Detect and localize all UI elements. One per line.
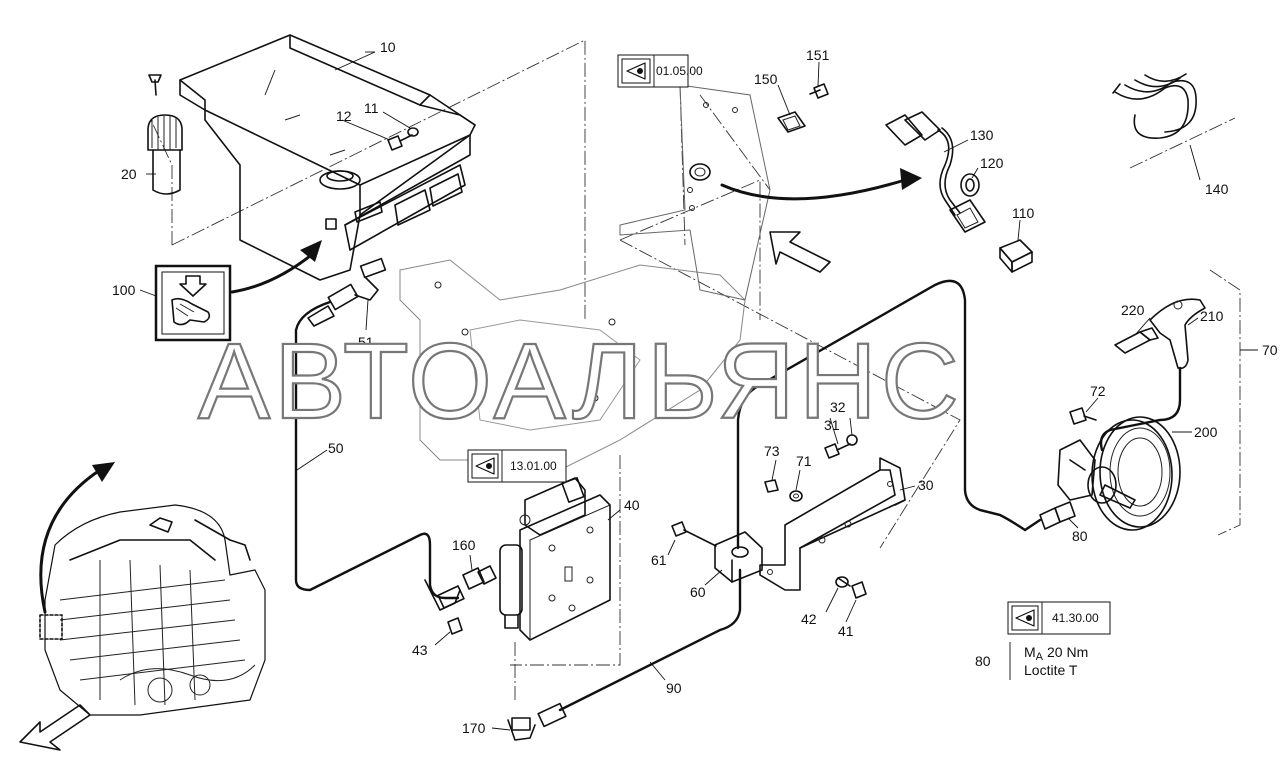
adhesive-note: Loctite T [1024, 662, 1078, 678]
grommet-part-150 [777, 111, 806, 133]
label-30: 30 [918, 477, 934, 493]
washer-part-11 [407, 127, 419, 137]
label-43: 43 [412, 642, 428, 658]
arrow-100-to-box [230, 250, 317, 294]
label-70: 70 [1262, 342, 1278, 358]
label-151: 151 [806, 47, 830, 63]
label-73: 73 [764, 443, 780, 459]
label-10: 10 [380, 39, 396, 55]
label-72: 72 [1090, 383, 1106, 399]
bolt-part-41 [837, 577, 867, 599]
label-130: 130 [970, 127, 994, 143]
label-32: 32 [830, 399, 846, 415]
reference-box-01-05-00[interactable]: 01.05.00 [617, 54, 703, 88]
arrow-to-cable [720, 178, 907, 201]
arrow-head [300, 240, 322, 262]
arrow-head [900, 168, 922, 190]
reference-box-41-30-00[interactable]: 41.30.00 [1007, 601, 1111, 635]
bolt-part-31 [824, 443, 851, 459]
label-80: 80 [1072, 528, 1088, 544]
elbow-fitting-part-51 [327, 257, 387, 311]
elbow-fitting-part-170 [507, 702, 567, 741]
washer-part-42 [835, 576, 849, 588]
reference-text: 13.01.00 [510, 459, 557, 473]
nut-part-43 [447, 617, 463, 635]
leader-lines [139, 51, 1258, 731]
label-90: 90 [666, 680, 682, 696]
fitting-part-160 [462, 565, 497, 590]
hose-reel-part-200 [1057, 416, 1181, 531]
bolt-part-72 [1069, 407, 1097, 425]
elbow-fitting-lower [424, 579, 465, 611]
label-140: 140 [1205, 181, 1229, 197]
screw-part-151 [809, 83, 829, 99]
label-71: 71 [796, 453, 812, 469]
hose-end-fitting [307, 305, 335, 327]
part-labels: 10 11 12 20 100 51 50 151 150 130 120 11… [112, 39, 1278, 736]
reference-text: 41.30.00 [1052, 611, 1099, 625]
label-200: 200 [1194, 424, 1218, 440]
breather-cap-part-20 [147, 74, 183, 195]
hose-reel-tube [1099, 366, 1182, 452]
label-100: 100 [112, 282, 136, 298]
bolt-part-61 [671, 521, 717, 547]
label-61: 61 [651, 552, 667, 568]
grommet-ring-part-120 [960, 173, 980, 197]
cable-harness-part-130 [885, 111, 986, 233]
label-11: 11 [364, 100, 379, 116]
reference-text: 01.05.00 [656, 64, 703, 78]
arrow-head [92, 462, 115, 482]
fuel-filter-part-40 [499, 477, 611, 641]
eye-icon [621, 58, 651, 84]
cable-ties-part-140 [1112, 73, 1197, 139]
clamp-part-60 [714, 531, 763, 583]
label-42: 42 [801, 611, 817, 627]
machine-overview [39, 504, 266, 716]
frame-plate-background [399, 259, 746, 471]
label-210: 210 [1200, 308, 1224, 324]
label-220: 220 [1121, 302, 1145, 318]
screw-part-12 [387, 134, 413, 151]
label-40: 40 [624, 497, 640, 513]
reference-box-13-01-00[interactable]: 13.01.00 [467, 449, 567, 483]
mounting-plate-upper [619, 84, 771, 301]
label-50: 50 [328, 440, 344, 456]
label-20: 20 [121, 166, 137, 182]
fitting-part-80 [1039, 501, 1076, 530]
label-150: 150 [754, 71, 778, 87]
arrow-machine-to-detail [39, 468, 102, 614]
hand-wash-icon [154, 264, 232, 342]
hose-to-reel [736, 279, 1002, 550]
label-12: 12 [336, 108, 352, 124]
hose-part-50 [294, 300, 460, 600]
air-gun-part-210 [1149, 298, 1206, 370]
hose-part-90 [558, 568, 742, 712]
label-80-torque: 80 [975, 653, 991, 669]
label-160: 160 [452, 537, 476, 553]
label-60: 60 [690, 584, 706, 600]
washer-part-71 [789, 490, 803, 502]
hose-to-fitting-80 [978, 508, 1042, 532]
label-41: 41 [838, 623, 854, 639]
view-arrow-icon [19, 704, 91, 751]
watermark: АВТОАЛЬЯНС [198, 320, 963, 441]
label-170: 170 [462, 720, 486, 736]
nozzle-part-220 [1114, 327, 1159, 354]
nut-part-73 [764, 479, 779, 493]
cover-box-part-10 [179, 34, 476, 281]
bracket-part-30 [759, 457, 906, 591]
label-31: 31 [824, 417, 840, 433]
switch-part-110 [999, 239, 1033, 273]
view-arrow-icon [769, 231, 831, 273]
connector-socket [689, 163, 711, 181]
label-110: 110 [1012, 205, 1035, 221]
label-51: 51 [358, 334, 374, 350]
label-120: 120 [980, 155, 1004, 171]
